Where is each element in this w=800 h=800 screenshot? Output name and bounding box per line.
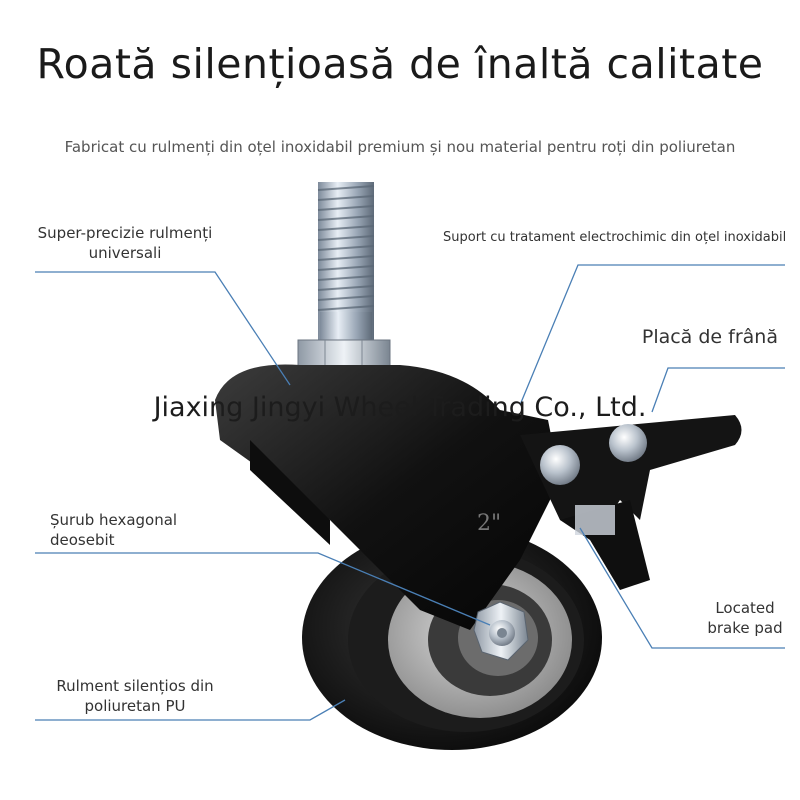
threaded-stem: [317, 182, 375, 342]
rivet-bolts: [540, 424, 647, 485]
label-pu-bearing: Rulment silențios din poliuretan PU: [56, 677, 214, 715]
leader-lines: [35, 264, 785, 721]
label-brake-pad: Located brake pad: [707, 599, 783, 637]
hex-nut: [297, 339, 391, 373]
page-subtitle: Fabricat cu rulmenți din oțel inoxidabil…: [64, 138, 736, 156]
label-hex-screw: Șurub hexagonal deosebit: [50, 511, 178, 549]
label-brake-plate: Placă de frână: [641, 326, 778, 348]
wheel-size-mark: 2": [477, 511, 501, 536]
axle-hex-nut: [473, 601, 529, 661]
label-bearings: Super-precizie rulmenți universali: [37, 224, 213, 262]
label-bracket: Suport cu tratament electrochimic din oț…: [443, 230, 787, 245]
caster-bracket: 2": [215, 364, 560, 630]
page-title: Roată silențioasă de înaltă calitate: [36, 40, 764, 88]
watermark-text: Jiaxing Jingyi Wheel Trading Co., Ltd.: [153, 392, 647, 423]
brake-lever: [520, 415, 742, 590]
